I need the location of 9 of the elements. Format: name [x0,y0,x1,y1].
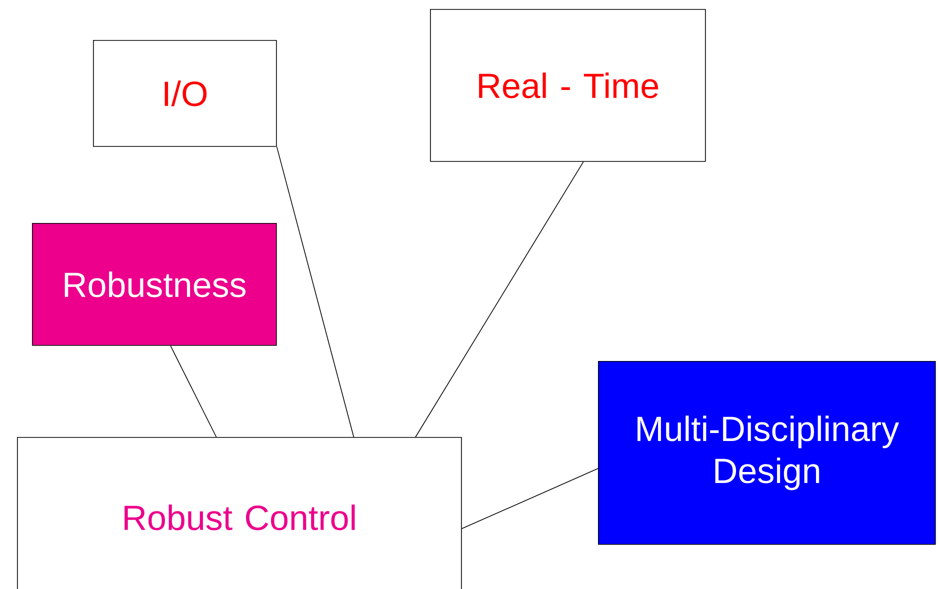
topic-box: I/O [93,40,277,147]
connector-line [276,146,354,438]
connector-line [461,468,598,530]
topic-box: Real - Time [430,9,706,162]
connector-line [170,345,217,438]
connector-line [415,161,584,438]
topic-box: Robustness [32,223,277,346]
topic-box: Multi-Disciplinary Design [598,361,936,545]
central-box: Robust Control [17,437,462,589]
